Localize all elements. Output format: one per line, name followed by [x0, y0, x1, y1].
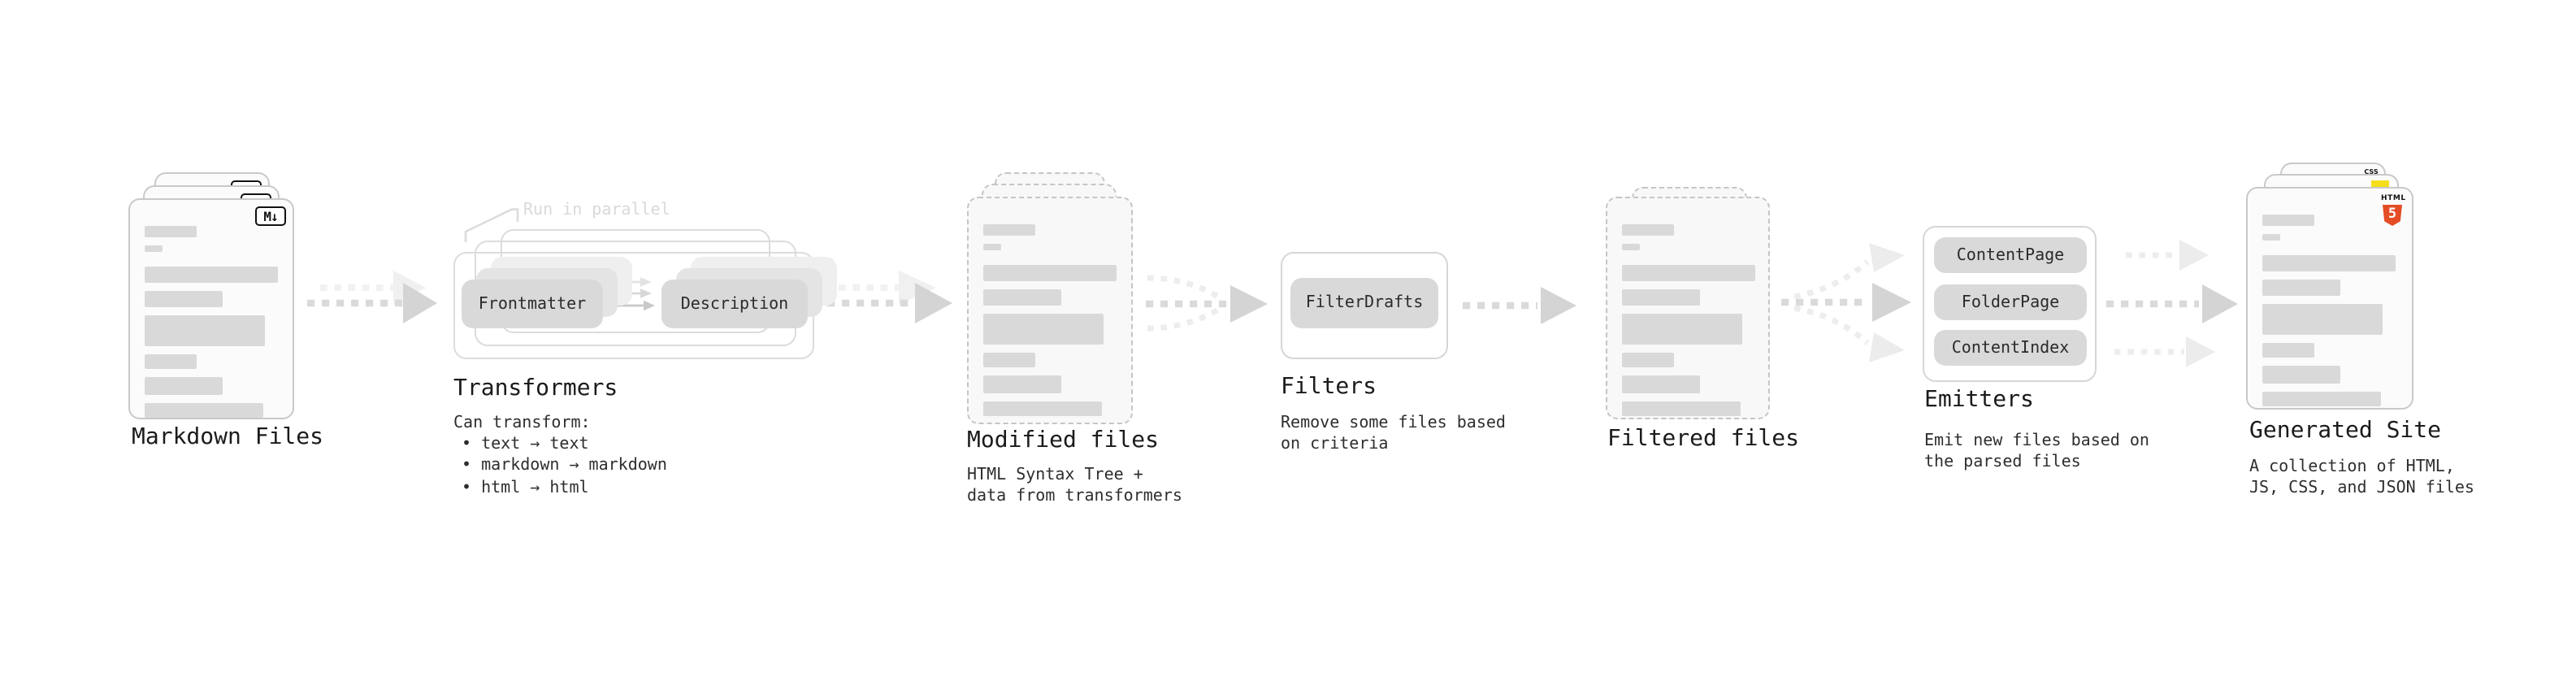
skeleton-bar [2262, 392, 2381, 406]
frontmatter-pill: Frontmatter [462, 280, 603, 328]
description-pill: Description [661, 280, 808, 328]
skeleton-bar [2262, 255, 2396, 271]
html5-icon: HTML 5 [2381, 195, 2406, 226]
skeleton-bar [1622, 289, 1700, 306]
document-content-placeholder [1622, 224, 1755, 416]
skeleton-bar [145, 403, 263, 418]
skeleton-bar [983, 224, 1035, 236]
skeleton-bar [983, 375, 1061, 393]
skeleton-bar [983, 244, 1001, 250]
skeleton-bar [145, 226, 197, 237]
skeleton-bar [1622, 224, 1674, 236]
desc-line: the parsed files [1924, 453, 2081, 472]
skeleton-bar [983, 265, 1117, 281]
arrow-transformers-to-modified [827, 271, 952, 323]
document-content-placeholder [983, 224, 1117, 416]
markdown-icon: M↓ [255, 206, 286, 226]
desc-line: • html → html [462, 479, 589, 497]
skeleton-bar [2262, 280, 2340, 296]
arrow-filters-to-filtered [1463, 287, 1576, 324]
desc-line: • markdown → markdown [462, 457, 667, 475]
arrow-emitters-to-generated [2106, 240, 2238, 367]
skeleton-bar [983, 314, 1104, 345]
skeleton-bar [1622, 244, 1640, 250]
skeleton-bar [145, 267, 278, 283]
stage-desc-filters: Remove some files based on criteria [1281, 413, 1506, 456]
folder-page-pill: FolderPage [1934, 284, 2087, 320]
desc-line: data from transformers [967, 488, 1182, 506]
skeleton-bar [983, 289, 1061, 306]
filter-drafts-pill: FilterDrafts [1290, 278, 1438, 328]
markdown-doc-card-front: M↓ [128, 198, 294, 419]
skeleton-bar [145, 377, 223, 395]
arrow-markdown-to-transformers [307, 271, 437, 323]
document-content-placeholder [2262, 215, 2396, 406]
stage-desc-emitters: Emit new files based on the parsed files [1924, 431, 2149, 474]
modified-doc-card-front [967, 197, 1133, 424]
skeleton-bar [145, 245, 163, 252]
skeleton-bar [1622, 353, 1674, 367]
stage-label-modified-files: Modified files [967, 427, 1160, 453]
desc-line: HTML Syntax Tree + [967, 466, 1143, 484]
stage-desc-modified-files: HTML Syntax Tree + data from transformer… [967, 465, 1182, 508]
stage-label-generated-site: Generated Site [2249, 418, 2442, 444]
content-index-pill: ContentIndex [1934, 330, 2087, 366]
document-content-placeholder [145, 226, 278, 418]
skeleton-bar [2262, 304, 2383, 335]
html5-wordmark: HTML [2381, 195, 2406, 203]
stage-label-emitters: Emitters [1924, 387, 2034, 413]
skeleton-bar [1622, 401, 1741, 416]
desc-line: Can transform: [453, 414, 591, 432]
desc-line: JS, CSS, and JSON files [2249, 479, 2474, 498]
skeleton-bar [2262, 234, 2280, 241]
skeleton-bar [2262, 366, 2340, 384]
skeleton-bar [1622, 314, 1742, 345]
skeleton-bar [983, 401, 1102, 416]
skeleton-bar [145, 315, 265, 346]
arrow-filtered-to-emitters [1781, 243, 1911, 362]
stage-label-transformers: Transformers [453, 375, 618, 401]
stage-label-filters: Filters [1281, 374, 1377, 400]
skeleton-bar [145, 354, 197, 369]
desc-line: Emit new files based on [1924, 432, 2149, 450]
stage-desc-transformers: Can transform: • text → text • markdown … [453, 413, 667, 499]
stage-label-filtered-files: Filtered files [1607, 426, 1800, 452]
skeleton-bar [2262, 343, 2314, 358]
generated-doc-card-front: HTML 5 [2246, 187, 2413, 410]
skeleton-bar [1622, 375, 1700, 393]
stage-label-markdown-files: Markdown Files [132, 424, 324, 450]
arrow-modified-to-filters [1146, 275, 1268, 332]
skeleton-bar [983, 353, 1035, 367]
desc-line: A collection of HTML, [2249, 458, 2455, 476]
skeleton-bar [145, 291, 223, 307]
desc-line: • text → text [462, 436, 589, 454]
content-page-pill: ContentPage [1934, 237, 2087, 273]
desc-line: Remove some files based [1281, 414, 1506, 432]
css-wordmark: CSS [2364, 167, 2379, 176]
filtered-doc-card-front [1606, 197, 1770, 419]
run-in-parallel-annotation: Run in parallel [523, 202, 670, 219]
desc-line: on criteria [1281, 436, 1389, 454]
skeleton-bar [2262, 215, 2314, 226]
stage-desc-generated-site: A collection of HTML, JS, CSS, and JSON … [2249, 457, 2474, 500]
skeleton-bar [1622, 265, 1755, 281]
run-in-parallel-callout-line [464, 208, 519, 242]
